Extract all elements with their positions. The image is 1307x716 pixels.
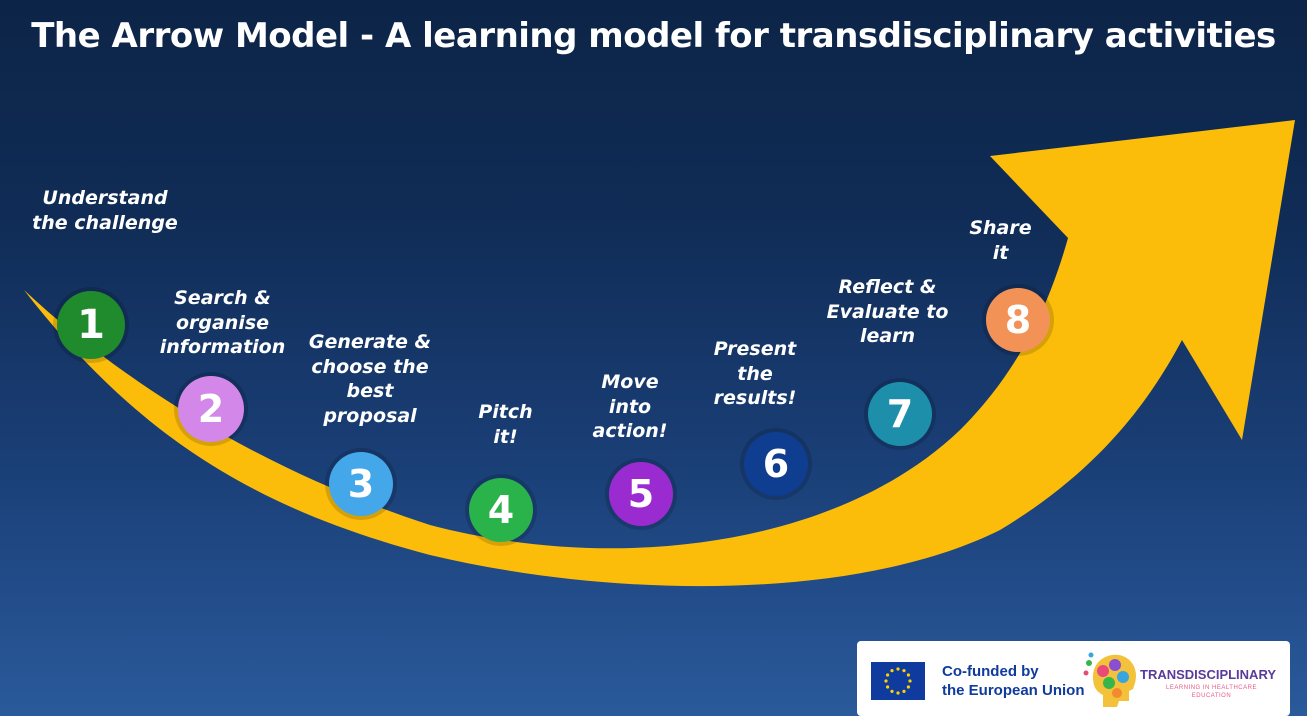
step-6-circle: 6 — [744, 432, 808, 496]
step-3-number: 3 — [347, 462, 375, 506]
step-1-circle: 1 — [57, 291, 125, 359]
step-7-label: Reflect & Evaluate to learn — [826, 276, 949, 348]
step-4-number: 4 — [487, 488, 515, 532]
step-6-label: Present the results! — [713, 338, 797, 410]
step-5-label: Move into action! — [592, 371, 668, 443]
step-1-number: 1 — [77, 302, 105, 348]
step-3-label: Generate & choose the best proposal — [308, 331, 432, 428]
arrow-fill — [24, 120, 1295, 587]
step-7-number: 7 — [886, 392, 914, 436]
step-6-number: 6 — [762, 442, 790, 486]
page-title: The Arrow Model - A learning model for t… — [31, 16, 1276, 56]
eu-text-line1: Co-funded by — [942, 663, 1039, 680]
transdisciplinary-logo-subtitle: LEARNING IN HEALTHCARE EDUCATION — [1166, 685, 1257, 699]
step-8-number: 8 — [1004, 298, 1032, 342]
step-4-label: Pitch it! — [478, 401, 533, 448]
step-8-label: Share it — [969, 217, 1032, 264]
transdisciplinary-logo-title: TRANSDISCIPLINARY — [1140, 667, 1277, 682]
footer-logos: Co-funded by the European Union TRANSDIS… — [857, 641, 1290, 716]
step-1-label: Understand the challenge — [32, 187, 178, 234]
step-2-circle: 2 — [178, 376, 244, 442]
step-4-circle: 4 — [469, 478, 533, 542]
step-5-circle: 5 — [609, 462, 673, 526]
eu-text-line2: the European Union — [942, 681, 1085, 699]
step-7-circle: 7 — [868, 382, 932, 446]
step-3-circle: 3 — [329, 452, 393, 516]
eu-cofunded-text: Co-funded by the European Union — [942, 663, 1085, 701]
step-2-label: Search & organise information — [159, 287, 286, 359]
step-8-circle: 8 — [986, 288, 1050, 352]
step-5-number: 5 — [627, 472, 655, 516]
head-mosaic-icon — [1083, 649, 1141, 709]
step-2-number: 2 — [197, 387, 225, 431]
eu-flag-icon — [871, 662, 925, 700]
